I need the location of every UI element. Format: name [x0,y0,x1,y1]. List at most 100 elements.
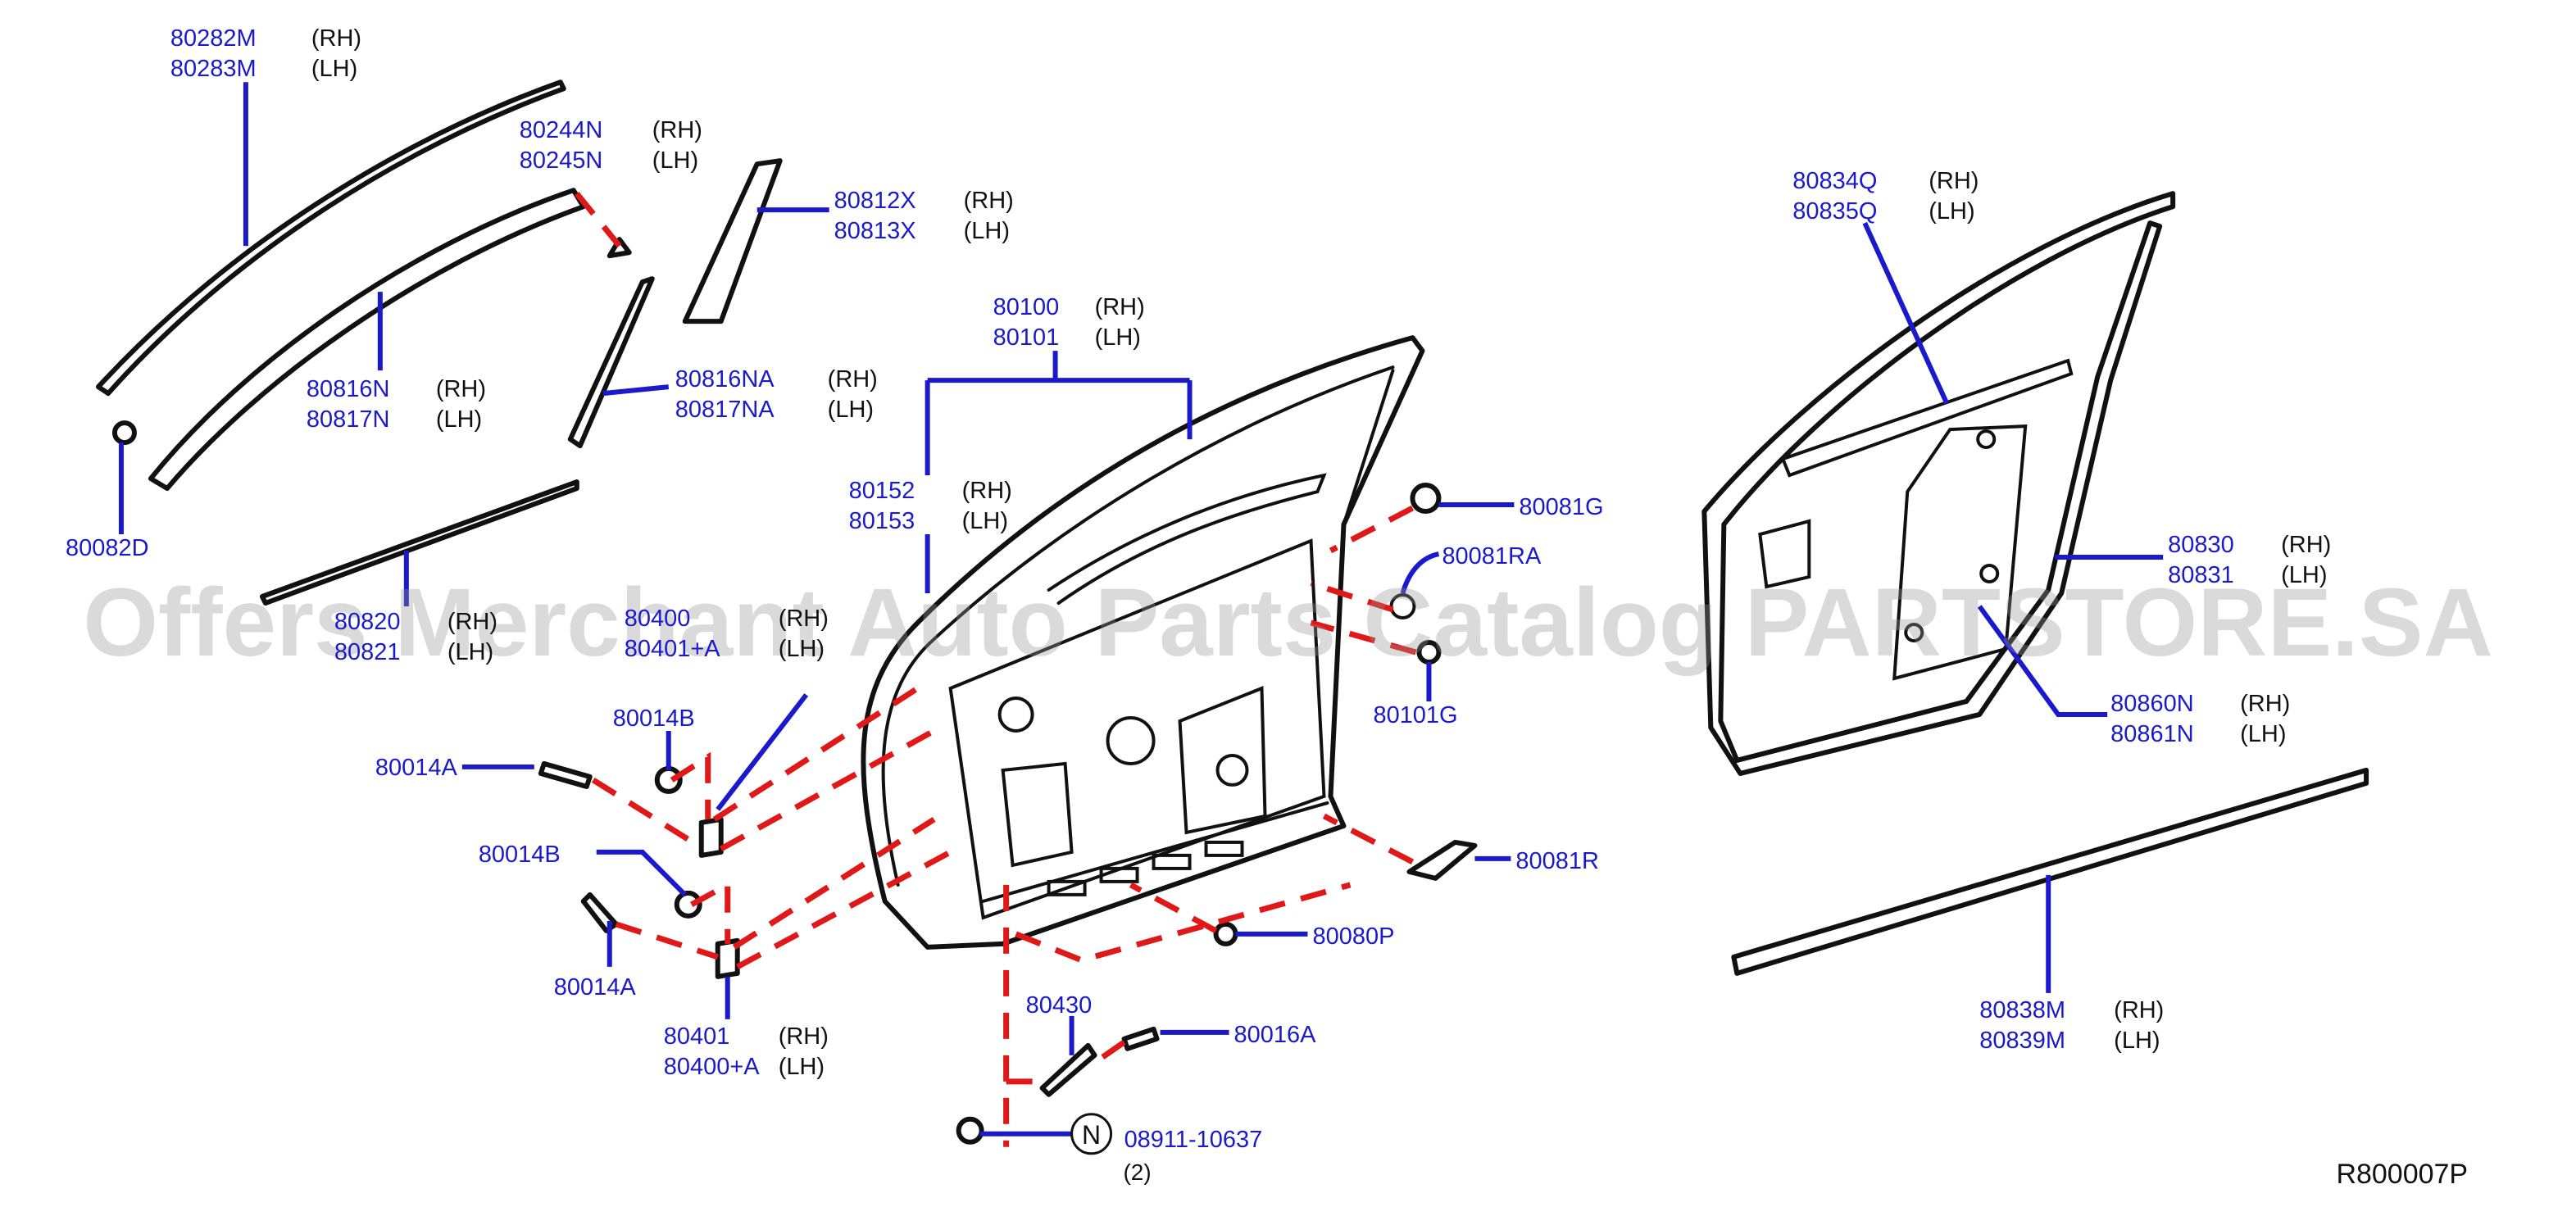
callout-80082d: 80082D [66,535,149,561]
leader-lines [118,82,2164,1137]
side-label: (LH) [779,636,825,662]
part-number-link[interactable]: 80245N [520,147,603,174]
side-label: (LH) [2281,562,2327,588]
callout-80816na: 80816NA(RH)80817NA(LH) [675,366,878,423]
side-label: (RH) [2240,691,2290,717]
callout-80014a-1: 80014A [375,755,458,781]
side-label: (RH) [828,366,878,392]
part-pillar-cover [682,158,783,324]
fastener-quantity: (2) [1123,1159,1151,1185]
part-number-link[interactable]: 80821 [334,639,401,665]
part-number-link[interactable]: 80244N [520,117,603,143]
callout-80014b-2: 80014B [479,842,561,868]
part-number-link[interactable]: 80100 [993,294,1060,320]
side-label: (LH) [436,406,482,433]
part-number-link[interactable]: 80400+A [664,1054,761,1080]
part-number-link[interactable]: 80816NA [675,366,775,392]
part-door-upper-moulding [148,188,586,492]
part-number-link[interactable]: 80081R [1515,848,1599,874]
callout-80282m: 80282M (RH) 80283M (LH) [170,25,361,82]
part-sill-strip [1731,767,2369,976]
part-number-link[interactable]: 80081G [1519,494,1603,520]
part-number-link[interactable]: 80101G [1373,702,1457,728]
callout-80430: 80430 [1026,992,1093,1019]
callout-80014b-1: 80014B [613,706,695,732]
callout-80834q: 80834Q(RH)80835Q(LH) [1792,168,1979,225]
part-number-link[interactable]: 80835Q [1792,198,1877,225]
part-number-link[interactable]: 80401+A [625,636,721,662]
part-number-link[interactable]: 80817N [307,406,390,433]
part-number-link[interactable]: 80861N [2110,721,2194,747]
callout-80080p: 80080P [1312,923,1394,950]
side-label: (RH) [436,376,486,402]
part-number-link[interactable]: 80820 [334,609,401,635]
part-number-link[interactable]: 80834Q [1792,168,1877,194]
side-label: (RH) [962,478,1012,504]
assembly-dashed-lines [575,191,1417,1147]
part-clip [111,420,137,446]
fastener-n-symbol: N [1070,1113,1113,1155]
part-number-link[interactable]: 08911-10637 [1124,1127,1263,1153]
part-number-link[interactable]: 80817NA [675,397,775,423]
part-number-link[interactable]: 80860N [2110,691,2194,717]
part-grommet-80081G [1410,483,1442,515]
part-number-link[interactable]: 80081RA [1442,543,1542,569]
callout-80016a: 80016A [1234,1022,1317,1048]
part-number-link[interactable]: 80101 [993,324,1060,351]
part-drawings [95,79,2369,1145]
part-upper-hinge [698,816,724,858]
part-number-link[interactable]: 80153 [849,508,915,534]
part-door-shell [861,335,1425,950]
part-number-link[interactable]: 80400 [625,606,691,632]
side-label: (RH) [779,606,829,632]
part-check-bolt [1121,1026,1160,1051]
part-number-link[interactable]: 80839M [1979,1028,2065,1054]
callout-80816n: 80816N (RH) 80817N (LH) [307,376,486,433]
part-seal-80081R [1406,839,1478,881]
side-label: (RH) [652,117,702,143]
part-number-link[interactable]: 80401 [664,1023,730,1050]
side-label: (RH) [964,188,1014,214]
part-number-link[interactable]: 80014A [375,755,458,781]
side-label: (LH) [2240,721,2286,747]
part-pillar-strip [567,276,655,449]
part-number-link[interactable]: 80813X [834,218,916,244]
callout-80400: 80400 (RH) 80401+A (LH) [625,606,829,662]
part-number-link[interactable]: 80014A [554,974,637,1000]
part-plug-80080P [1213,921,1238,946]
part-number-link[interactable]: 80430 [1026,992,1093,1019]
callout-80860n: 80860N (RH) 80861N (LH) [2110,691,2290,747]
part-number-link[interactable]: 80152 [849,478,915,504]
part-roof-moulding [95,79,566,397]
callout-80081g: 80081G [1519,494,1603,520]
callout-80244n: 80244N(RH)80245N(LH) [520,117,702,174]
side-label: (RH) [2114,997,2164,1023]
part-number-link[interactable]: 80282M [170,25,257,52]
part-number-link[interactable]: 80831 [2168,562,2234,588]
side-label: (LH) [779,1054,825,1080]
callout-80812x: 80812X(RH)80813X(LH) [834,188,1014,244]
part-number-link[interactable]: 80014B [479,842,561,868]
svg-text:N: N [1082,1120,1101,1150]
part-number-link[interactable]: 80016A [1234,1022,1317,1048]
callout-80830: 80830(RH)80831(LH) [2168,532,2331,588]
part-number-link[interactable]: 80082D [66,535,149,561]
side-label: (RH) [1095,294,1145,320]
part-number-link[interactable]: 80812X [834,188,916,214]
part-number-link[interactable]: 80014B [613,706,695,732]
part-door-weatherstrip [1701,191,2176,776]
part-number-link[interactable]: 80830 [2168,532,2234,558]
callout-80081ra: 80081RA [1442,543,1542,569]
part-number-link[interactable]: 80816N [307,376,390,402]
part-nut-lower [674,890,702,919]
side-label: (LH) [1929,198,1974,225]
side-label: (LH) [311,56,357,82]
part-number-link[interactable]: 80080P [1312,923,1394,950]
part-number-link[interactable]: 80283M [170,56,257,82]
callout-08911: 08911-10637 [1124,1127,1263,1153]
part-number-link[interactable]: 80838M [1979,997,2065,1023]
side-label: (RH) [311,25,361,52]
callout-80081r: 80081R [1515,848,1599,874]
